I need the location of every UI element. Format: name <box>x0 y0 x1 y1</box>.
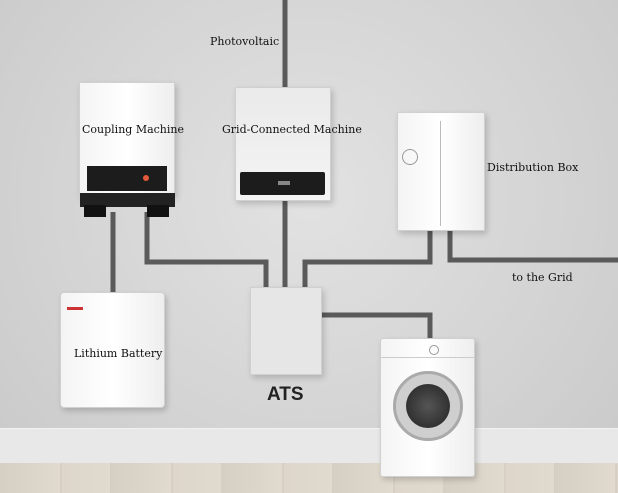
grid-machine-display-panel <box>240 172 325 195</box>
lithium-battery-label: Lithium Battery <box>74 347 163 360</box>
lithium-battery <box>60 292 165 408</box>
display-icon <box>278 181 290 185</box>
ats-washer-cable <box>320 312 433 340</box>
baseboard <box>0 428 618 464</box>
washer-door <box>393 371 463 441</box>
distbox-ats-cable <box>302 230 433 287</box>
connector-left <box>84 205 106 217</box>
coupling-ats-cable <box>144 212 269 287</box>
photovoltaic-label: Photovoltaic <box>210 35 280 48</box>
grid-connected-machine-label: Grid-Connected Machine <box>222 123 362 136</box>
brand-logo-icon <box>143 175 149 181</box>
dial-icon <box>429 345 439 355</box>
distbox-grid-cable <box>447 230 618 263</box>
distribution-box <box>397 112 485 231</box>
ats-label: ATS <box>267 384 304 405</box>
coupling-machine-connectors <box>80 193 175 207</box>
coupling-machine-label: Coupling Machine <box>82 123 185 136</box>
distribution-box-label: Distribution Box <box>487 161 579 174</box>
to-the-grid-label: to the Grid <box>512 271 573 284</box>
coupling-machine-panel <box>87 166 167 191</box>
battery-brand-icon <box>67 307 83 310</box>
washing-machine <box>380 338 475 477</box>
lock-icon <box>402 149 418 165</box>
wood-floor <box>0 463 618 493</box>
connector-right <box>147 205 169 217</box>
ats-box <box>250 287 322 375</box>
